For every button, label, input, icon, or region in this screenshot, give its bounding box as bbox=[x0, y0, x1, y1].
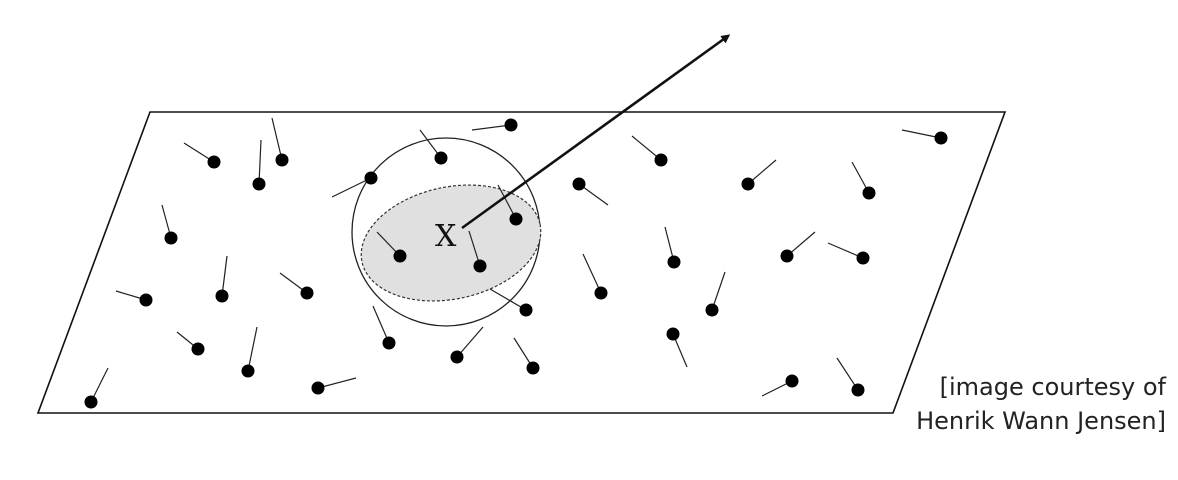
photon-dot-11 bbox=[164, 231, 178, 245]
photon-dot-24 bbox=[191, 342, 205, 356]
direction-arrow bbox=[461, 34, 731, 230]
photon-dot-8 bbox=[741, 177, 755, 191]
photon-direction-22 bbox=[582, 253, 602, 294]
photon-dot-27 bbox=[450, 350, 464, 364]
credit-line-1: [image courtesy of bbox=[939, 373, 1166, 401]
photon-dot-4 bbox=[434, 151, 448, 165]
photon-direction-30 bbox=[317, 377, 357, 389]
photon-dot-5 bbox=[504, 118, 518, 132]
photon-dot-0 bbox=[207, 155, 221, 169]
photon-direction-10 bbox=[901, 129, 942, 139]
credit-line-2: Henrik Wann Jensen] bbox=[916, 407, 1166, 435]
photon-dot-17 bbox=[856, 251, 870, 265]
photon-direction-23 bbox=[711, 271, 726, 311]
image-credit: [image courtesy of Henrik Wann Jensen] bbox=[886, 370, 1166, 438]
photon-dot-3 bbox=[364, 171, 378, 185]
photon-dot-7 bbox=[654, 153, 668, 167]
photon-direction-26 bbox=[372, 305, 390, 344]
photon-dot-12 bbox=[509, 212, 523, 226]
photon-dot-15 bbox=[667, 255, 681, 269]
point-label: X bbox=[435, 219, 457, 254]
photon-dot-22 bbox=[594, 286, 608, 300]
photon-direction-19 bbox=[221, 255, 228, 297]
photon-dot-32 bbox=[785, 374, 799, 388]
photon-dot-29 bbox=[666, 327, 680, 341]
photon-dot-33 bbox=[851, 383, 865, 397]
photon-dot-19 bbox=[215, 289, 229, 303]
photon-dot-1 bbox=[252, 177, 266, 191]
photon-dot-16 bbox=[780, 249, 794, 263]
photon-dot-30 bbox=[311, 381, 325, 395]
photon-direction-21 bbox=[489, 288, 527, 311]
photon-dot-26 bbox=[382, 336, 396, 350]
photon-direction-5 bbox=[471, 124, 512, 131]
photon-direction-27 bbox=[456, 326, 484, 358]
photon-group bbox=[84, 117, 948, 409]
photon-direction-25 bbox=[247, 326, 258, 372]
photon-dot-9 bbox=[862, 186, 876, 200]
photon-dot-14 bbox=[473, 259, 487, 273]
surface-plane bbox=[36, 111, 1007, 414]
photon-dot-23 bbox=[705, 303, 719, 317]
photon-dot-28 bbox=[526, 361, 540, 375]
photon-direction-2 bbox=[271, 117, 283, 161]
photon-dot-13 bbox=[393, 249, 407, 263]
photon-dot-6 bbox=[572, 177, 586, 191]
photon-dot-21 bbox=[519, 303, 533, 317]
photon-direction-3 bbox=[331, 177, 372, 198]
photon-dot-25 bbox=[241, 364, 255, 378]
photon-dot-2 bbox=[275, 153, 289, 167]
photon-dot-31 bbox=[84, 395, 98, 409]
photon-dot-18 bbox=[139, 293, 153, 307]
intersection-disc bbox=[360, 184, 542, 302]
photon-direction-1 bbox=[258, 139, 262, 185]
photon-dot-20 bbox=[300, 286, 314, 300]
photon-dot-10 bbox=[934, 131, 948, 145]
